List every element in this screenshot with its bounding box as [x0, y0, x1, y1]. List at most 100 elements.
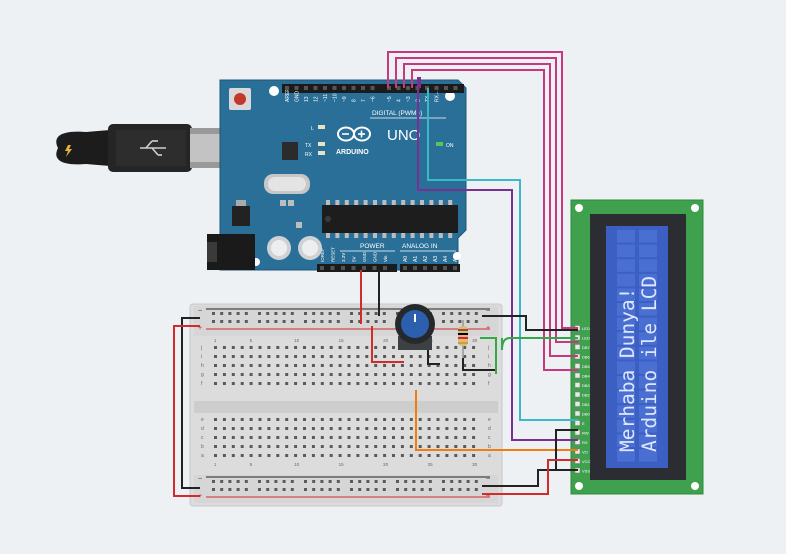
chip-pin — [438, 233, 443, 238]
rail-hole — [420, 480, 424, 483]
lcd-cell — [639, 434, 657, 447]
analog-label: ANALOG IN — [402, 243, 438, 250]
terminal-hole — [365, 445, 369, 448]
analog-header — [400, 264, 460, 272]
lcd-cell — [617, 273, 635, 287]
terminal-hole — [338, 373, 342, 376]
rail-hole — [220, 488, 224, 491]
header-hole — [453, 86, 458, 90]
terminal-hole — [231, 373, 235, 376]
analog-pin-label: A4 — [443, 256, 449, 262]
chip-pin — [335, 200, 340, 205]
terminal-hole — [222, 454, 226, 457]
power-pin-label: 3.3V — [341, 253, 346, 262]
usb-symbol-icon — [140, 140, 166, 156]
terminal-hole — [472, 364, 476, 367]
header-hole — [323, 86, 327, 90]
terminal-hole — [436, 418, 440, 421]
terminal-hole — [320, 427, 324, 430]
rail-hole — [450, 320, 454, 323]
terminal-hole — [356, 445, 360, 448]
terminal-hole — [347, 346, 351, 349]
lcd-pin-label: DB5 — [582, 364, 591, 369]
terminal-hole — [347, 382, 351, 385]
terminal-hole — [392, 373, 395, 376]
terminal-hole — [276, 355, 280, 358]
terminal-hole — [214, 454, 217, 457]
row-letter: e — [201, 417, 204, 423]
header-hole — [285, 86, 289, 90]
terminal-hole — [303, 373, 306, 376]
lcd-pin — [574, 401, 581, 407]
row-letter: e — [488, 417, 491, 423]
potentiometer[interactable] — [395, 304, 435, 350]
terminal-hole — [409, 364, 413, 367]
terminal-hole — [392, 355, 395, 358]
terminal-hole — [303, 454, 306, 457]
rail-hole — [450, 488, 454, 491]
terminal-hole — [276, 418, 280, 421]
terminal-hole — [329, 373, 333, 376]
terminal-hole — [392, 382, 395, 385]
terminal-hole — [347, 418, 351, 421]
terminal-hole — [463, 364, 467, 367]
lcd-pin — [574, 344, 581, 350]
terminal-hole — [445, 346, 449, 349]
terminal-hole — [231, 454, 235, 457]
terminal-hole — [374, 346, 378, 349]
rail-hole — [412, 488, 416, 491]
power-pin-label: Vin — [383, 255, 388, 262]
terminal-hole — [231, 427, 235, 430]
terminal-hole — [436, 346, 440, 349]
chip-pin — [448, 200, 453, 205]
terminal-hole — [383, 355, 387, 358]
terminal-hole — [374, 382, 378, 385]
resistor[interactable] — [458, 320, 468, 358]
rail-hole — [458, 488, 462, 491]
terminal-hole — [427, 445, 431, 448]
row-letter: f — [201, 381, 203, 387]
terminal-hole — [374, 436, 378, 439]
breadboard[interactable]: 115510101515202025253030jjiihhggffeeddcc… — [189, 303, 503, 507]
row-letter: i — [201, 354, 202, 360]
header-hole — [396, 86, 401, 90]
header-hole — [403, 266, 407, 270]
column-number: 5 — [250, 338, 253, 343]
terminal-hole — [311, 382, 315, 385]
terminal-hole — [356, 382, 360, 385]
terminal-hole — [418, 355, 422, 358]
terminal-hole — [231, 346, 235, 349]
terminal-hole — [285, 373, 289, 376]
terminal-hole — [463, 454, 467, 457]
model-label: UNO — [387, 127, 420, 144]
rail-hole — [428, 480, 432, 483]
terminal-hole — [418, 382, 422, 385]
rail-hole — [336, 320, 340, 323]
terminal-hole — [454, 454, 458, 457]
terminal-hole — [320, 454, 324, 457]
terminal-hole — [472, 418, 476, 421]
terminal-hole — [329, 382, 333, 385]
terminal-hole — [463, 445, 467, 448]
lcd-cell — [639, 244, 657, 258]
terminal-hole — [356, 364, 360, 367]
rail-hole — [350, 320, 353, 323]
rail-hole — [412, 480, 416, 483]
lcd-16x2-module[interactable]: Merhaba Dunya! Arduino ile LCD LEDLEDDB7… — [570, 199, 704, 495]
terminal-hole — [374, 373, 378, 376]
rail-hole — [290, 480, 294, 483]
header-hole — [320, 266, 324, 270]
rail-hole — [336, 488, 340, 491]
terminal-hole — [463, 436, 467, 439]
chip-pin — [335, 233, 340, 238]
lcd-screen — [606, 226, 668, 468]
analog-pin-label: A1 — [413, 256, 419, 262]
rail-hole — [220, 480, 224, 483]
chip-pin — [410, 233, 415, 238]
terminal-hole — [427, 382, 431, 385]
rail-hole — [290, 488, 294, 491]
terminal-hole — [320, 436, 324, 439]
row-letter: b — [201, 444, 204, 450]
rail-hole — [244, 312, 248, 315]
